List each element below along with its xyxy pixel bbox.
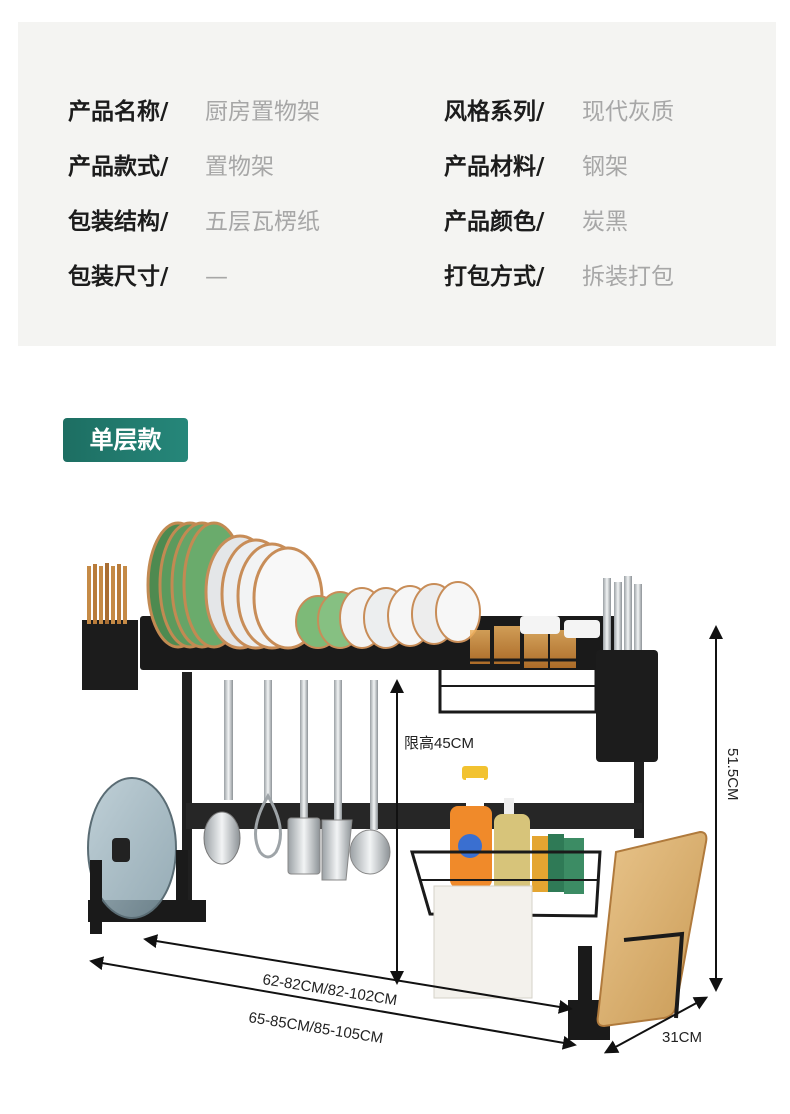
height-label: 51.5CM bbox=[724, 748, 741, 801]
spec-key: 打包方式/ bbox=[444, 264, 545, 290]
spec-row: 包装尺寸/ — bbox=[68, 259, 388, 295]
white-plates bbox=[204, 534, 324, 650]
spec-panel: 产品名称/ 厨房置物架 风格系列/ 现代灰质 产品款式/ 置物架 产品材料/ 钢… bbox=[18, 22, 776, 346]
hanging-utensils bbox=[203, 680, 391, 881]
product-illustration: 限高45CM 51.5CM 62-82CM/82-102CM 65-85CM/8… bbox=[82, 521, 741, 1054]
spec-key: 产品款式/ bbox=[68, 154, 169, 180]
bowls bbox=[295, 581, 481, 649]
spec-row: 打包方式/ 拆装打包 bbox=[444, 259, 764, 295]
spec-row: 产品颜色/ 炭黑 bbox=[444, 204, 764, 240]
depth-label: 31CM bbox=[662, 1029, 702, 1046]
spec-value: 置物架 bbox=[205, 154, 274, 180]
spec-key: 产品材料/ bbox=[444, 154, 545, 180]
spec-value: 厨房置物架 bbox=[205, 99, 320, 125]
utensil-holder bbox=[82, 563, 138, 690]
spec-row: 风格系列/ 现代灰质 bbox=[444, 94, 764, 130]
spec-value: 钢架 bbox=[582, 154, 628, 180]
knife-holder bbox=[596, 576, 658, 762]
soap-bottles bbox=[450, 766, 584, 894]
spec-value: 拆装打包 bbox=[582, 264, 674, 290]
spec-row: 产品名称/ 厨房置物架 bbox=[68, 94, 388, 130]
outer-width-label: 65-85CM/85-105CM bbox=[247, 1009, 384, 1047]
pot-lid bbox=[87, 777, 188, 934]
spec-key: 风格系列/ bbox=[444, 99, 545, 125]
spec-value: 现代灰质 bbox=[582, 99, 674, 125]
spec-row: 产品材料/ 钢架 bbox=[444, 149, 764, 185]
spec-row: 包装结构/ 五层瓦楞纸 bbox=[68, 204, 388, 240]
spec-key: 产品名称/ bbox=[68, 99, 169, 125]
spec-value: 五层瓦楞纸 bbox=[205, 209, 320, 235]
spec-key: 产品颜色/ bbox=[444, 209, 545, 235]
variant-badge: 单层款 bbox=[63, 418, 188, 462]
spec-key: 包装结构/ bbox=[68, 209, 169, 235]
clearance-label: 限高45CM bbox=[404, 735, 474, 752]
spec-value: — bbox=[205, 264, 228, 290]
dimension-lines bbox=[89, 625, 723, 1054]
cutting-board bbox=[596, 830, 708, 1028]
spec-value: 炭黑 bbox=[582, 209, 628, 235]
spec-key: 包装尺寸/ bbox=[68, 264, 169, 290]
spec-row: 产品款式/ 置物架 bbox=[68, 149, 388, 185]
